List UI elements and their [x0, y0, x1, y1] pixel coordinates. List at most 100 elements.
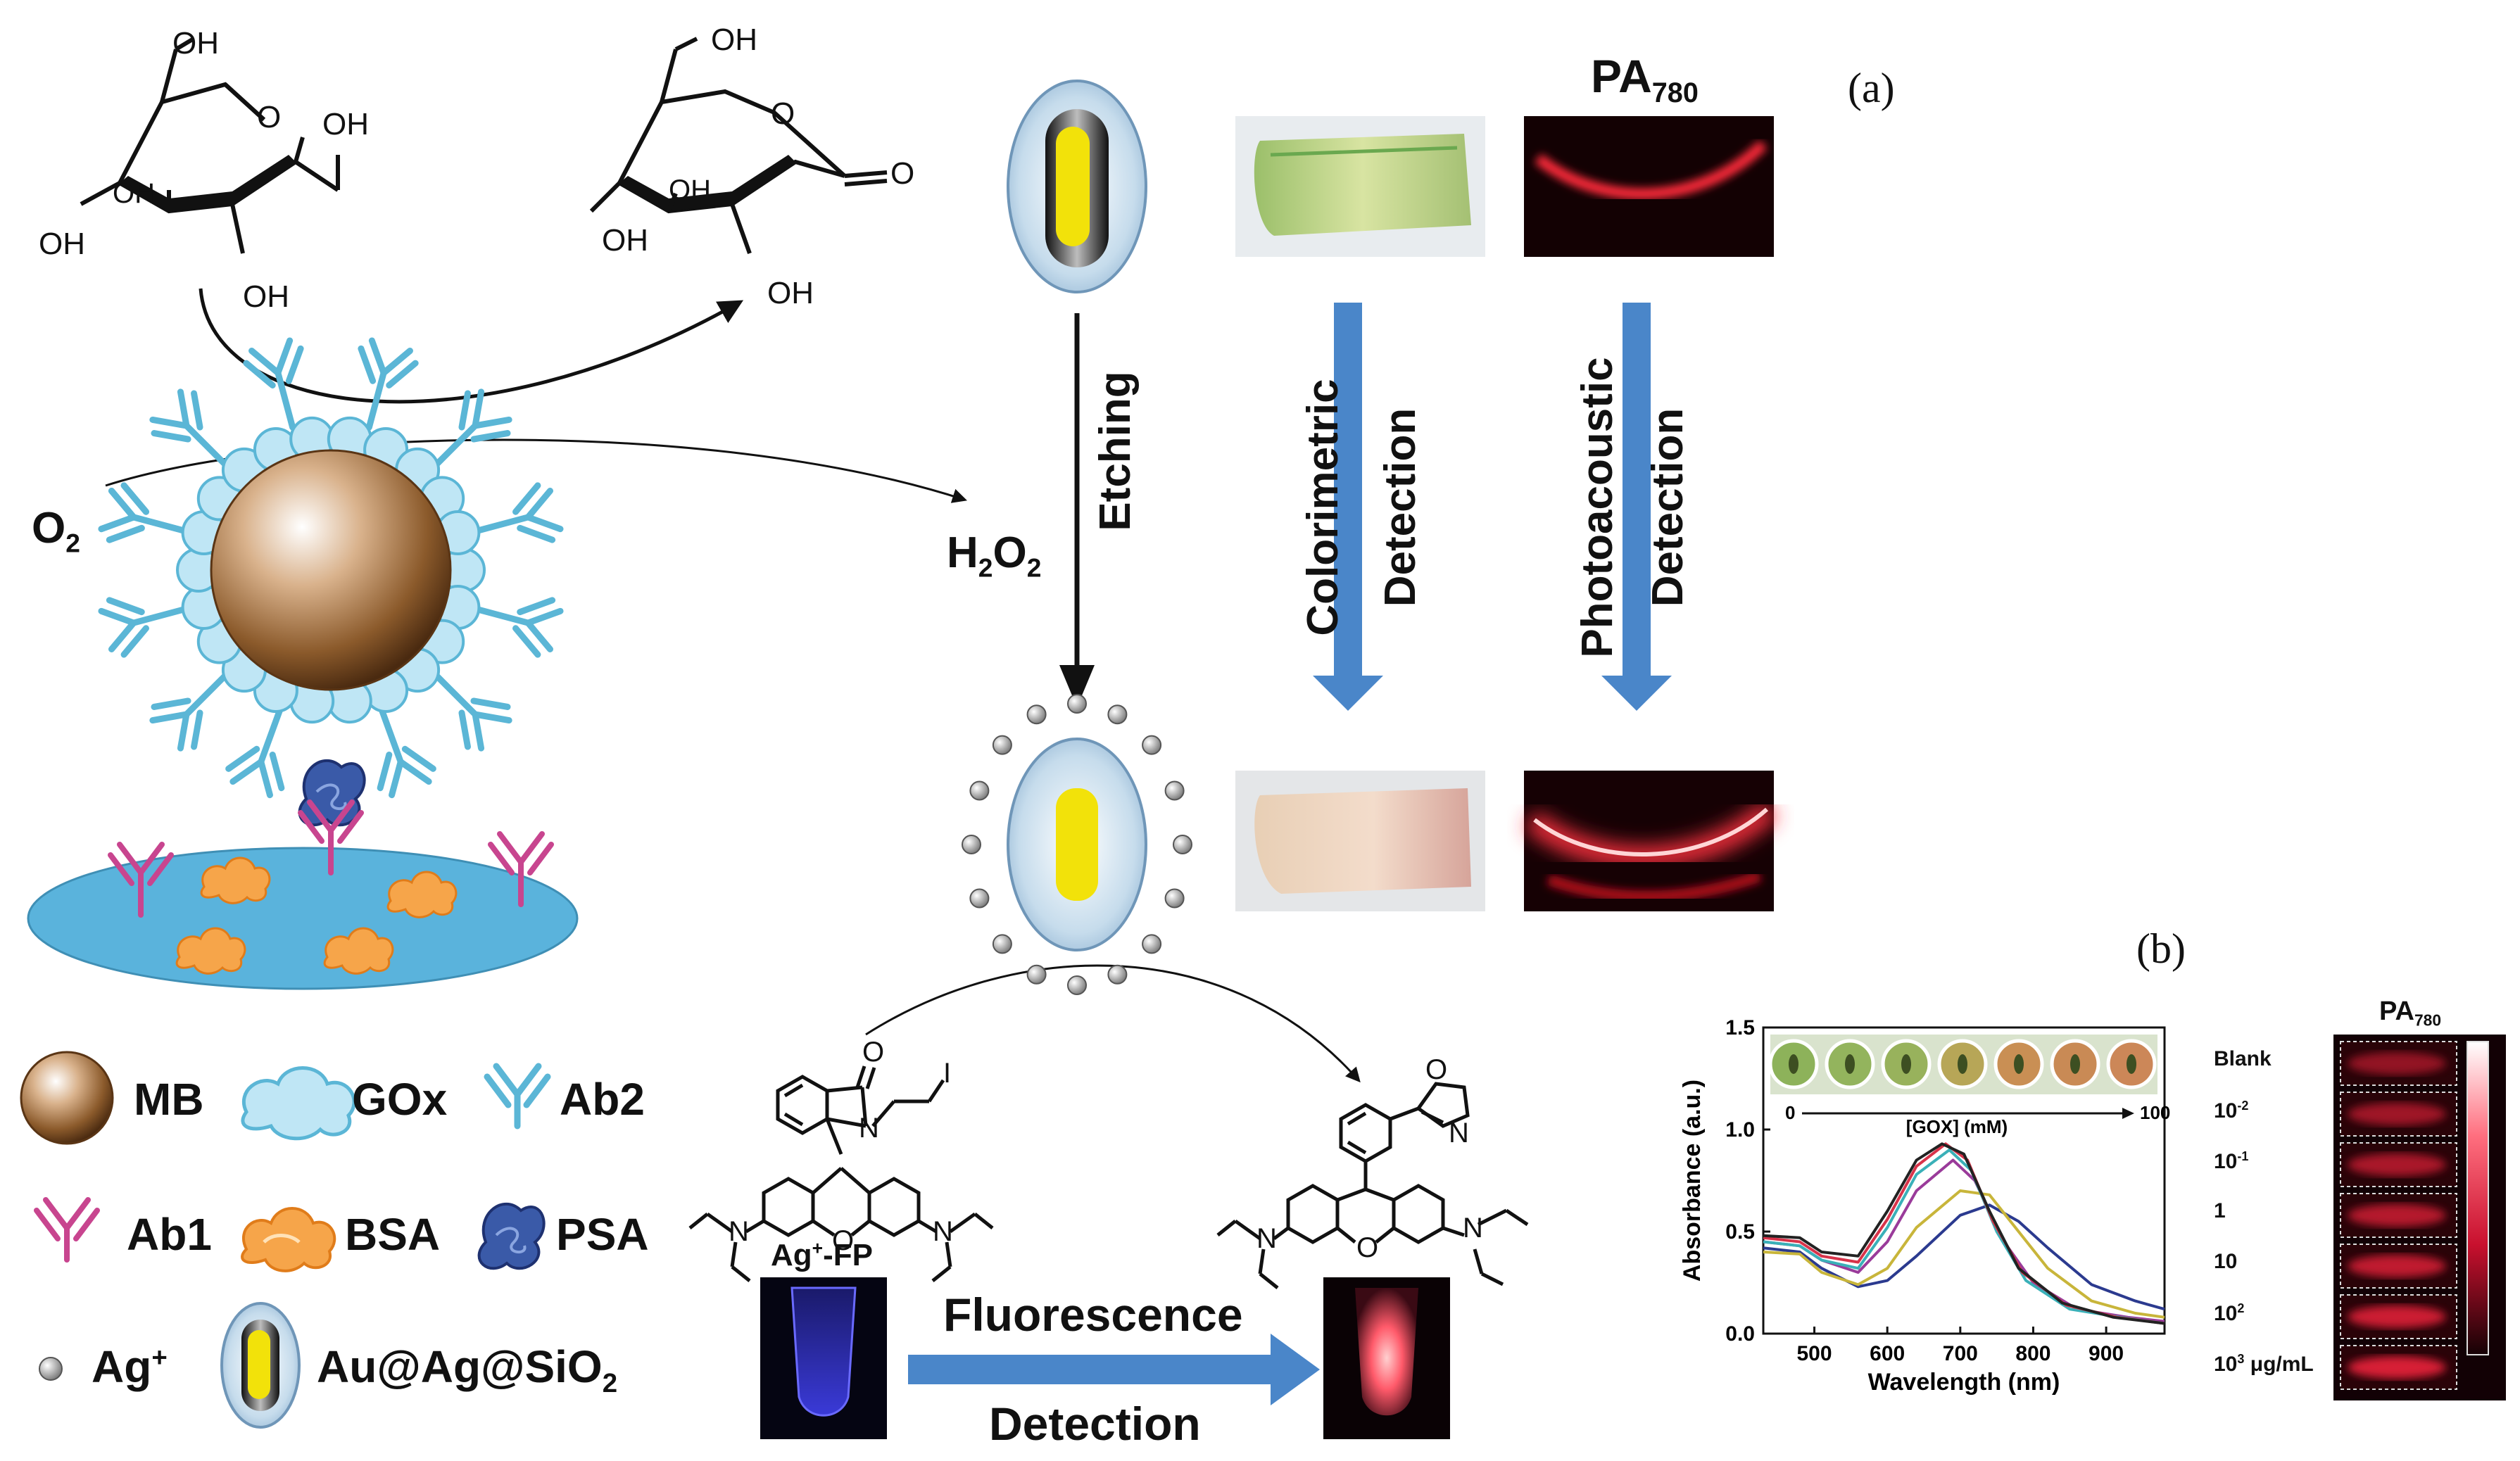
- x-tick-label: 800: [2015, 1342, 2050, 1365]
- ag-ion: [1164, 888, 1185, 909]
- probe-structure: [688, 1065, 994, 1282]
- legend-core-shell-text: Au@Ag@SiO2: [317, 1341, 618, 1398]
- legend-gox-label: GOx: [352, 1074, 448, 1125]
- legend-psa-icon: [477, 1202, 546, 1270]
- ag-ion: [1107, 964, 1128, 985]
- pa-strip-frame: [2340, 1092, 2457, 1137]
- pa-colorbar: [2467, 1041, 2489, 1355]
- released-ag-ions: [962, 694, 1192, 995]
- legend-core-shell-icon: [220, 1302, 301, 1429]
- probe-label-text: Ag+-FP: [771, 1237, 873, 1272]
- legend-bsa-label: BSA: [345, 1209, 441, 1260]
- pa-image-before: [1524, 116, 1774, 257]
- glucose-oh-label: OH: [39, 227, 85, 261]
- ag-ion: [1142, 934, 1162, 954]
- inset-caption: [GOX] (mM): [1906, 1116, 2008, 1137]
- lactone-oh-label: OH: [767, 276, 814, 310]
- pa-title-sub: 780: [1651, 77, 1699, 109]
- panel-label-a: (a): [1848, 65, 1895, 111]
- product-xanthene-o: O: [1356, 1232, 1379, 1263]
- ab2-antibody: [470, 597, 564, 658]
- ab2-antibody: [149, 671, 230, 752]
- pa-strip-label: 1: [2214, 1199, 2226, 1222]
- y-tick-label: 1.5: [1725, 1016, 1755, 1039]
- fluorescence-label: Fluorescence: [943, 1289, 1243, 1341]
- etching-label: Etching: [1091, 371, 1140, 531]
- pa-strip-frame: [2340, 1294, 2457, 1339]
- product-oxazoline-o: O: [1425, 1054, 1448, 1085]
- inset-well-center: [2014, 1054, 2024, 1074]
- inset-well-center: [1845, 1054, 1855, 1074]
- y-tick-label: 0.0: [1725, 1322, 1755, 1346]
- pa-strip-label: Blank: [2214, 1047, 2272, 1070]
- pa-strip-title-sub: 780: [2414, 1011, 2442, 1030]
- photoacoustic-label: Photoacoustic: [1573, 357, 1622, 658]
- tube-photo-after: [1235, 771, 1485, 911]
- ag-ion: [992, 735, 1012, 755]
- legend-mb-label: MB: [134, 1074, 204, 1125]
- pa-strip-label: 10-2: [2214, 1099, 2249, 1122]
- probe-tube-photo: [760, 1277, 887, 1439]
- legend-ag-label: Ag+: [92, 1344, 168, 1389]
- ab2-ring-group: [98, 337, 564, 799]
- ab2-antibody: [225, 705, 285, 799]
- lactone-oh-label: OH: [669, 175, 711, 205]
- legend-ab2-label: Ab2: [560, 1074, 645, 1125]
- probe-amine-n: N: [729, 1216, 749, 1247]
- ab2-antibody: [98, 597, 191, 658]
- ab2-antibody: [377, 705, 436, 799]
- legend-ab1-label: Ab1: [127, 1209, 212, 1260]
- bsa-block: [386, 871, 458, 918]
- ab2-antibody: [98, 482, 191, 543]
- inset-well-center: [1901, 1054, 1911, 1074]
- x-axis-label: Wavelength (nm): [1868, 1369, 2060, 1396]
- pa-strip: [2333, 1035, 2506, 1400]
- glucose-oh-label: OH: [243, 279, 289, 314]
- glucose-oh-label: OH: [172, 26, 219, 61]
- h2o2-text: H2O2: [947, 529, 1042, 583]
- tube-photo-before: [1235, 116, 1485, 257]
- colorimetric-label: Colorimetric: [1299, 379, 1347, 636]
- ab1-antibodies: [108, 799, 554, 918]
- ag-ion: [1107, 704, 1128, 725]
- y-axis-label: Absorbance (a.u.): [1679, 1080, 1706, 1282]
- pa-strip-frame: [2340, 1142, 2457, 1187]
- legend-core-shell-label: Au@Ag@SiO2: [317, 1344, 617, 1397]
- x-tick-label: 600: [1870, 1342, 1905, 1365]
- ag-ion: [992, 934, 1012, 954]
- photoacoustic-blue-arrow: [1601, 303, 1672, 711]
- bsa-block: [175, 927, 246, 975]
- inset-well-center: [1789, 1054, 1798, 1074]
- ag-ion: [1067, 975, 1087, 995]
- h2o2-label: H2O2: [947, 531, 1041, 581]
- o2-text: O2: [32, 504, 80, 558]
- colorimetric-detection-label: Detection: [1376, 407, 1425, 607]
- photoacoustic-detection-label: Detection: [1644, 407, 1692, 607]
- colorimetric-blue-arrow: [1313, 303, 1383, 711]
- ab2-antibody: [358, 337, 419, 431]
- probe-amine-n: N: [933, 1216, 953, 1247]
- ab2-antibody: [431, 671, 512, 752]
- o2-to-h2o2-arrow: [105, 438, 967, 503]
- legend-mb-icon: [20, 1051, 114, 1145]
- ag-ion: [1142, 735, 1162, 755]
- ab2-antibody: [470, 482, 564, 543]
- o2-label: O2: [32, 507, 80, 557]
- pa-strip-frame: [2340, 1193, 2457, 1238]
- inset-well-center: [2127, 1054, 2136, 1074]
- glucose-oh-label: OH: [113, 178, 155, 209]
- glucose-ring-o: O: [257, 100, 282, 134]
- ab1-antibody: [108, 842, 174, 918]
- etching-arrow-head: [1059, 665, 1095, 707]
- pa-title-main: PA: [1591, 50, 1652, 102]
- probe-spiro-n: N: [859, 1113, 879, 1144]
- pa-strip-frame: [2340, 1041, 2457, 1086]
- lactone-carbonyl-o: O: [890, 156, 915, 191]
- inset-end-label: 100: [2140, 1102, 2170, 1123]
- probe-xanthene-o: O: [832, 1225, 855, 1256]
- ag-ion: [962, 835, 981, 854]
- probe-label: Ag+-FP: [771, 1239, 873, 1271]
- ag-ion: [1164, 780, 1185, 801]
